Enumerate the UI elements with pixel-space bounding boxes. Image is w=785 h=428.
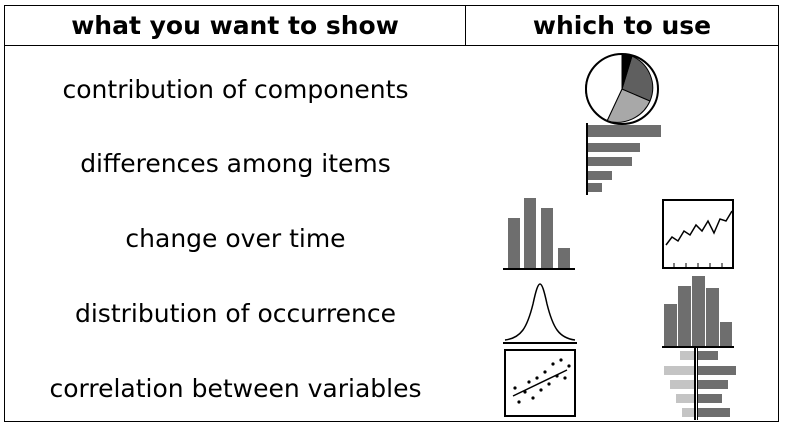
pie-chart-icon: [585, 53, 659, 125]
row-label-change: change over time: [125, 224, 346, 253]
chart-selection-table: what you want to show which to use contr…: [4, 5, 779, 422]
paired-bar-chart-icon: [664, 348, 736, 420]
row-label-correlation: correlation between variables: [49, 374, 422, 403]
horizontal-bar-chart-icon: [586, 123, 661, 195]
line-chart-icon: [662, 199, 734, 269]
bell-curve-icon: [503, 283, 577, 344]
header-what-to-show: what you want to show: [5, 6, 466, 46]
pie-slice-mid: [621, 55, 654, 102]
row-label-contribution: contribution of components: [62, 75, 409, 104]
row-label-distribution: distribution of occurrence: [74, 299, 396, 328]
header-which-to-use: which to use: [466, 6, 778, 46]
column-chart-icon: [503, 198, 575, 270]
histogram-icon: [662, 276, 734, 348]
row-label-differences: differences among items: [80, 149, 391, 178]
scatter-plot-icon: [504, 349, 576, 417]
